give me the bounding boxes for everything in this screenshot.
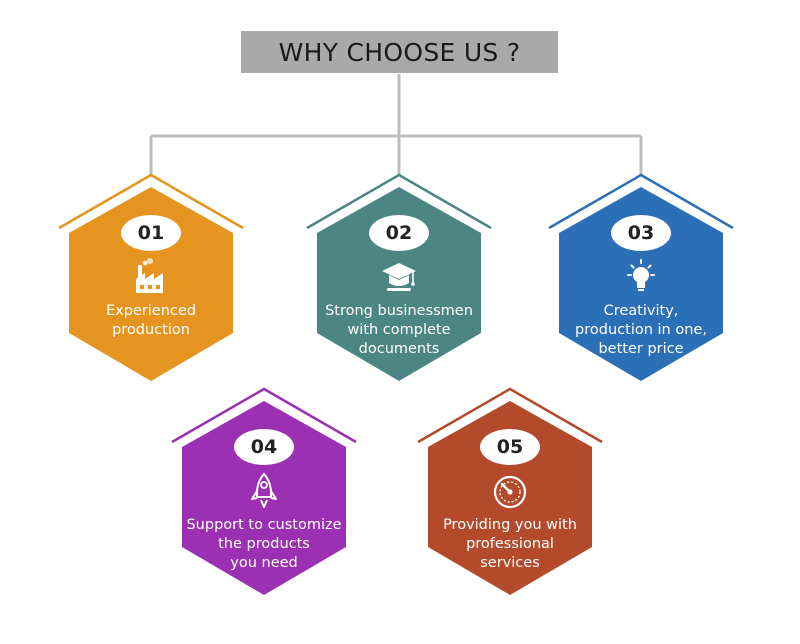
step-number-02: 02 [385,222,413,244]
feature-hexagon-05: 05 Providing you with professional servi… [410,387,610,603]
graduation-cap-icon [379,257,419,297]
feature-hexagon-02: 02 Strong businessmen with complete docu… [299,173,499,389]
factory-icon [131,257,171,297]
feature-label-02: Strong businessmen with complete documen… [325,303,473,357]
step-number-04: 04 [250,436,278,458]
step-number-01: 01 [137,222,165,244]
step-number-03: 03 [627,222,655,244]
feature-label-01: Experienced production [105,303,197,338]
feature-label-04: Support to customize the products you ne… [186,517,342,571]
feature-hexagon-04: 04 Support to customize the products you… [164,387,364,603]
lightbulb-icon [621,257,661,297]
step-number-05: 05 [496,436,524,458]
feature-hexagon-03: 03 Creativity, production in one, better… [541,173,741,389]
feature-label-03: Creativity, production in one, better pr… [575,303,707,357]
feature-hexagon-01: 01 Experienced production [51,173,251,389]
hexagon-shape [417,387,603,595]
feature-label-05: Providing you with professional services [443,517,577,571]
page-title: WHY CHOOSE US ? [241,31,558,73]
gauge-icon [490,471,530,511]
rocket-icon [244,471,284,511]
